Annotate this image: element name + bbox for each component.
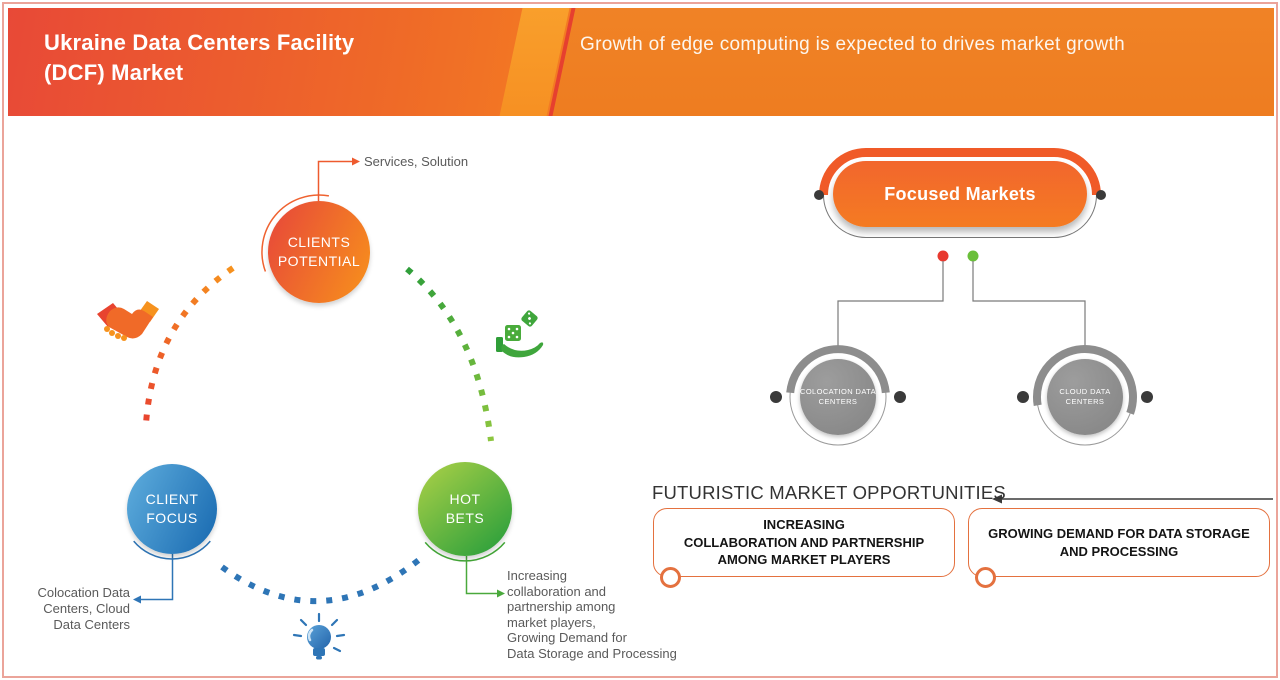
connector-client-focus — [141, 554, 174, 601]
note-client-focus-line1: Colocation Data — [37, 585, 131, 600]
cloud-label-line1: CLOUD DATA — [1059, 387, 1111, 396]
connector-hot-bets — [465, 556, 497, 595]
pill-top-arc — [819, 148, 1101, 196]
node-right-dot-b — [1141, 391, 1153, 403]
hot-bets-label-line2: BETS — [445, 510, 485, 526]
opportunity-2-line2: AND PROCESSING — [1059, 543, 1179, 559]
focused-markets-pill: Focused Markets — [833, 161, 1087, 227]
note-hot-bets-line4: market players, — [507, 614, 596, 630]
cloud-label-line2: CENTERS — [1065, 397, 1105, 406]
pill-left-dot — [814, 190, 824, 200]
branch-line-left — [837, 261, 944, 349]
node-thick-arc-right — [1033, 345, 1137, 415]
client-focus-label-line2: FOCUS — [146, 510, 198, 526]
opportunity-box-1-ring — [660, 567, 681, 588]
dice-in-hand-icon — [496, 310, 544, 358]
note-client-focus-line3: Data Centers — [53, 617, 130, 632]
pill-right-dot — [1096, 190, 1106, 200]
note-hot-bets-line6: Data Storage and Processing — [507, 645, 677, 661]
node-right-dot-a — [1017, 391, 1029, 403]
note-client-focus-line2: Centers, Cloud — [43, 601, 130, 616]
opportunity-box-2-ring — [975, 567, 996, 588]
note-client-focus: Colocation Data Centers, Cloud Data Cent… — [18, 585, 131, 633]
page-title: Ukraine Data Centers Facility (DCF) Mark… — [44, 28, 354, 88]
clients-potential-label-line2: POTENTIAL — [277, 253, 361, 269]
clients-potential-label-line1: CLIENTS — [287, 234, 351, 250]
arrowhead-services — [352, 157, 360, 166]
opportunity-2-line1: GROWING DEMAND FOR DATA STORAGE — [988, 526, 1250, 541]
note-hot-bets-line1: Increasing — [507, 568, 567, 583]
cycle-node-client-focus: CLIENT FOCUS — [127, 464, 217, 554]
branch-dot-red — [937, 250, 949, 262]
hot-bets-label-line1: HOT — [449, 491, 481, 507]
node-left-dot-b — [894, 391, 906, 403]
note-hot-bets-line5: Growing Demand for — [507, 630, 627, 645]
page-title-line1: Ukraine Data Centers Facility — [44, 30, 355, 55]
handshake-icon — [97, 301, 159, 341]
opportunity-1-line3: AMONG MARKET PLAYERS — [717, 552, 891, 568]
dotted-arc-blue — [220, 556, 422, 604]
note-hot-bets: Increasing collaboration and partnership… — [507, 568, 712, 661]
client-focus-label-line1: CLIENT — [145, 491, 199, 507]
node-left-dot-a — [770, 391, 782, 403]
header-tagline: Growth of edge computing is expected to … — [580, 34, 1125, 55]
connector-services — [317, 160, 352, 201]
opportunities-arrowhead — [992, 494, 1002, 504]
node-thick-arc-left — [786, 345, 890, 394]
opportunities-heading: FUTURISTIC MARKET OPPORTUNITIES — [652, 482, 1006, 503]
opportunity-box-2: GROWING DEMAND FOR DATA STORAGE AND PROC… — [968, 508, 1270, 577]
opportunity-box-1: INCREASING COLLABORATION AND PARTNERSHIP… — [653, 508, 955, 577]
dotted-arc-orange — [143, 265, 235, 425]
note-hot-bets-line3: partnership among — [507, 599, 616, 614]
tree-node-colocation-data-centers: COLOCATION DATA CENTERS — [800, 359, 876, 435]
colocation-label-line2: CENTERS — [818, 397, 858, 406]
page-title-line2: (DCF) Market — [44, 60, 184, 85]
arrowhead-hot-bets — [497, 589, 505, 598]
tree-node-cloud-data-centers: CLOUD DATA CENTERS — [1047, 359, 1123, 435]
note-services-solution: Services, Solution — [364, 154, 469, 169]
accent-arc-clients-potential — [261, 194, 330, 272]
accent-arc-hot-bets — [424, 541, 506, 562]
lightbulb-icon — [292, 612, 346, 660]
opportunity-1-line2: COLLABORATION AND PARTNERSHIP — [683, 534, 925, 550]
opportunity-1-line1: INCREASING — [763, 517, 845, 533]
arrowhead-client-focus — [133, 595, 141, 604]
cycle-node-hot-bets: HOT BETS — [418, 462, 512, 556]
cycle-node-clients-potential: CLIENTS POTENTIAL — [268, 201, 370, 303]
branch-dot-green — [967, 250, 979, 262]
note-hot-bets-line2: collaboration and — [507, 583, 607, 599]
dotted-arc-green — [405, 266, 494, 442]
branch-line-right — [972, 261, 1086, 349]
colocation-label-line1: COLOCATION DATA — [800, 387, 877, 396]
header-banner: Ukraine Data Centers Facility (DCF) Mark… — [8, 8, 1274, 116]
